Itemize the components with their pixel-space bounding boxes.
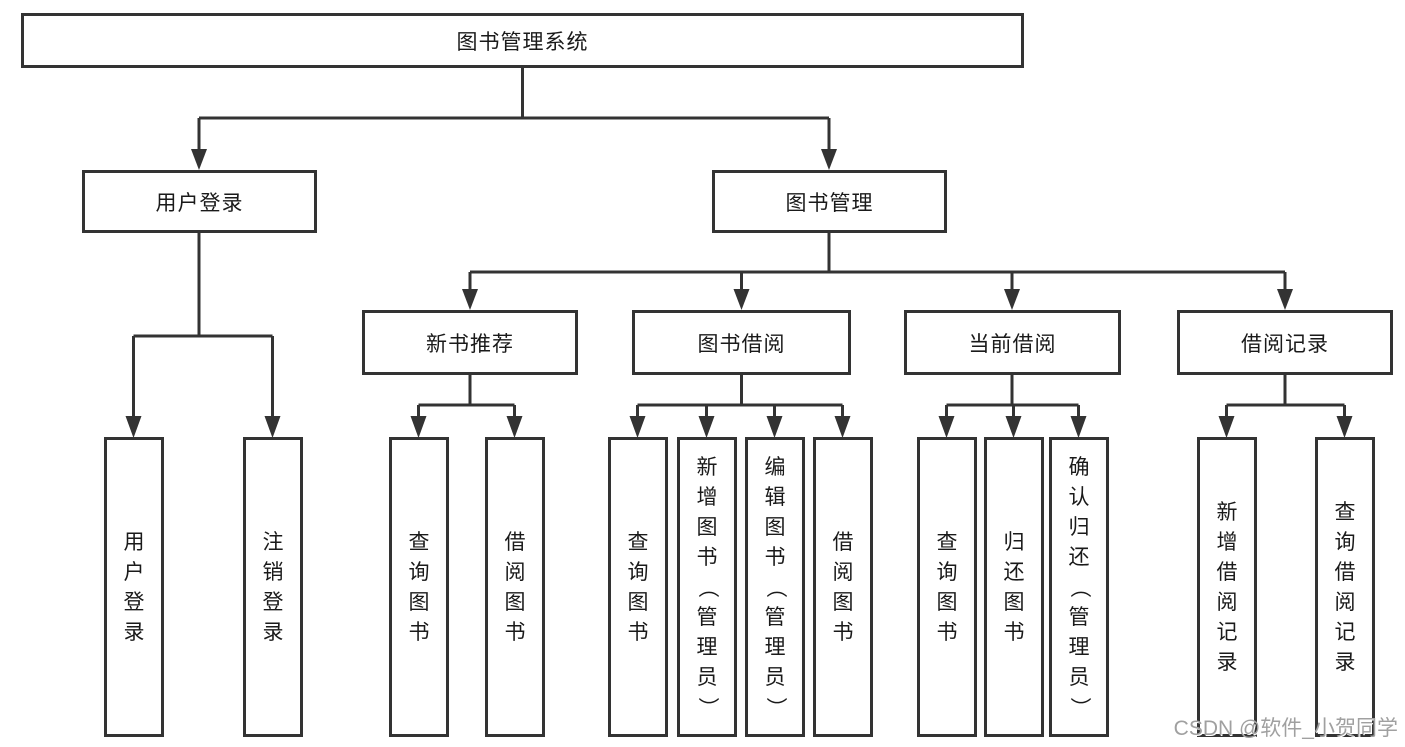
leaf-query-books-borrow: 查询图书 <box>608 437 668 737</box>
leaf-label: 查询图书 <box>408 530 430 644</box>
node-borrow-records: 借阅记录 <box>1177 310 1393 375</box>
leaf-borrow-books-recommend: 借阅图书 <box>485 437 545 737</box>
node-book-borrow: 图书借阅 <box>632 310 851 375</box>
leaf-label: 确认归还（管理员） <box>1067 455 1091 718</box>
leaf-label: 归还图书 <box>1003 530 1025 644</box>
leaf-label: 查询借阅记录 <box>1334 500 1356 674</box>
leaf-add-book-admin: 新增图书（管理员） <box>677 437 737 737</box>
leaf-label: 注销登录 <box>262 530 284 644</box>
leaf-edit-book-admin: 编辑图书（管理员） <box>745 437 805 737</box>
leaf-label: 新增图书（管理员） <box>695 455 719 718</box>
leaf-user-login: 用户登录 <box>104 437 164 737</box>
leaf-label: 借阅图书 <box>504 530 526 644</box>
leaf-label: 查询图书 <box>627 530 649 644</box>
leaf-label: 查询图书 <box>936 530 958 644</box>
leaf-query-books-current: 查询图书 <box>917 437 977 737</box>
leaf-logout: 注销登录 <box>243 437 303 737</box>
leaf-label: 编辑图书（管理员） <box>763 455 787 718</box>
leaf-borrow-books: 借阅图书 <box>813 437 873 737</box>
node-new-book-recommend: 新书推荐 <box>362 310 578 375</box>
leaf-add-borrow-record: 新增借阅记录 <box>1197 437 1257 737</box>
node-book-management: 图书管理 <box>712 170 947 233</box>
leaf-confirm-return-admin: 确认归还（管理员） <box>1049 437 1109 737</box>
leaf-return-books: 归还图书 <box>984 437 1044 737</box>
leaf-query-borrow-record: 查询借阅记录 <box>1315 437 1375 737</box>
node-root-system: 图书管理系统 <box>21 13 1024 68</box>
node-user-login: 用户登录 <box>82 170 317 233</box>
leaf-label: 借阅图书 <box>832 530 854 644</box>
csdn-watermark: CSDN @软件_小贺同学 <box>1173 717 1398 740</box>
leaf-query-books-recommend: 查询图书 <box>389 437 449 737</box>
leaf-label: 用户登录 <box>123 530 145 644</box>
leaf-label: 新增借阅记录 <box>1216 500 1238 674</box>
arrowheads <box>125 149 1353 438</box>
node-current-borrow: 当前借阅 <box>904 310 1121 375</box>
